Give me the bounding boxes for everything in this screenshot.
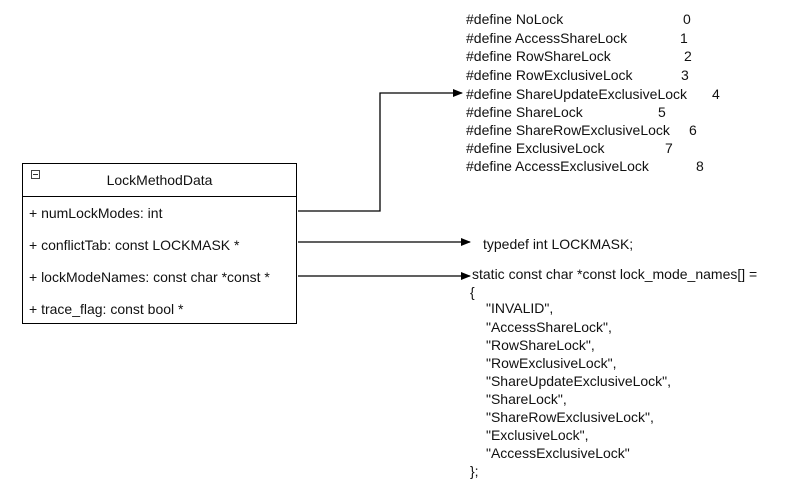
class-header: LockMethodData [23, 164, 296, 197]
define-value: 2 [684, 48, 692, 64]
arrow-to-defines [298, 89, 463, 212]
define-text: #define ShareLock [466, 104, 583, 120]
attribute-lock-mode-names: + lockModeNames: const char *const * [29, 269, 270, 285]
array-entry: "ShareRowExclusiveLock", [486, 409, 654, 425]
attribute-conflict-tab: + conflictTab: const LOCKMASK * [29, 237, 240, 253]
define-text: #define ShareUpdateExclusiveLock [466, 86, 688, 102]
array-entry: "ExclusiveLock", [486, 427, 589, 443]
attribute-trace-flag: + trace_flag: const bool * [29, 301, 184, 317]
define-value: 8 [696, 158, 704, 174]
uml-class-box[interactable]: LockMethodData + numLockModes: int + con… [22, 163, 297, 324]
array-open-brace: { [470, 284, 475, 300]
define-value: 6 [689, 122, 697, 138]
collapse-toggle-icon[interactable] [31, 170, 40, 179]
define-value: 0 [683, 11, 691, 27]
array-entry: "AccessExclusiveLock" [486, 445, 630, 461]
define-text: #define ExclusiveLock [466, 140, 605, 156]
array-entry: "ShareUpdateExclusiveLock", [486, 373, 672, 389]
array-entry: "RowExclusiveLock", [486, 355, 617, 371]
define-value: 3 [681, 67, 689, 83]
define-text: #define AccessExclusiveLock [466, 158, 649, 174]
define-value: 5 [658, 104, 666, 120]
define-value: 7 [665, 140, 673, 156]
define-text: #define RowShareLock [466, 48, 611, 64]
array-close-brace: }; [470, 463, 479, 479]
define-text: #define ShareRowExclusiveLock [466, 122, 670, 138]
define-value: 4 [712, 86, 720, 102]
array-entry: "AccessShareLock", [486, 319, 612, 335]
define-value: 1 [680, 30, 688, 46]
define-text: #define AccessShareLock [466, 30, 628, 46]
array-entry: "INVALID", [486, 300, 554, 316]
class-title: LockMethodData [106, 172, 213, 188]
array-entry: "RowShareLock", [486, 337, 595, 353]
define-text: #define NoLock [466, 11, 564, 27]
array-entry: "ShareLock", [486, 391, 567, 407]
typedef-lockmask: typedef int LOCKMASK; [483, 236, 634, 252]
attribute-num-lock-modes: + numLockModes: int [29, 205, 163, 221]
array-declaration: static const char *const lock_mode_names… [472, 266, 758, 282]
define-text: #define RowExclusiveLock [466, 67, 633, 83]
